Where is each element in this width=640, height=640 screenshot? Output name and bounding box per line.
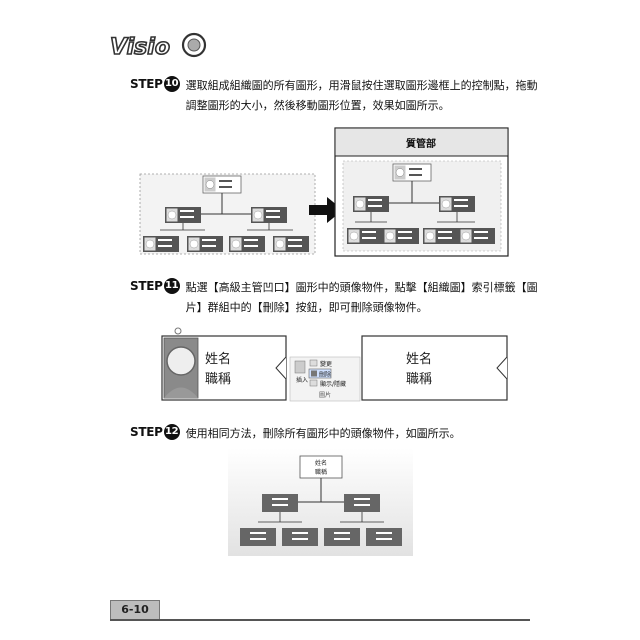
insert-picture-icon xyxy=(294,360,306,374)
ribbon-delete: 刪除 xyxy=(319,371,331,379)
shape-name-left: 姓名 xyxy=(205,351,231,367)
show-hide-icon xyxy=(309,379,318,387)
ribbon-group-label: 圖片 xyxy=(319,391,331,399)
logo-ring-icon xyxy=(181,32,207,58)
logo-text: Visio xyxy=(110,35,170,60)
delete-button[interactable] xyxy=(308,368,332,379)
step-12-text: 使用相同方法，刪除所有圖形中的頭像物件，如圖所示。 xyxy=(185,427,461,440)
ribbon-insert: 插入 xyxy=(296,376,308,384)
shape-title-left: 職稱 xyxy=(205,372,231,387)
figure-step-12: 姓名 職稱 xyxy=(228,448,413,556)
top-node-title: 職稱 xyxy=(315,468,327,476)
shape-name-right: 姓名 xyxy=(406,351,432,367)
step-11-text: 點選【高級主管凹口】圖形中的頭像物件，點擊【組織圖】索引標籤【圖片】群組中的【刪… xyxy=(185,281,538,314)
figure-step-10: 質管部 xyxy=(139,127,509,257)
container-title: 質管部 xyxy=(406,137,436,150)
footer-divider xyxy=(110,619,530,621)
shape-title-right: 職稱 xyxy=(406,372,432,387)
ribbon-show-hide: 顯示/隱藏 xyxy=(320,380,346,388)
delete-icon xyxy=(311,370,317,377)
change-picture-icon xyxy=(309,359,318,367)
step-10-text: 選取組成組織圖的所有圖形，用滑鼠按住選取圖形邊框上的控制點，拖動調整圖形的大小，… xyxy=(185,79,538,112)
visio-logo: Visio xyxy=(109,32,207,60)
ribbon-change: 變更 xyxy=(320,360,332,368)
page-number: 6-10 xyxy=(110,600,160,620)
top-node-name: 姓名 xyxy=(315,459,327,467)
figure-step-11: 姓名 職稱 插入 變更 刪除 顯示/隱藏 圖片 姓名 職稱 xyxy=(161,327,508,402)
